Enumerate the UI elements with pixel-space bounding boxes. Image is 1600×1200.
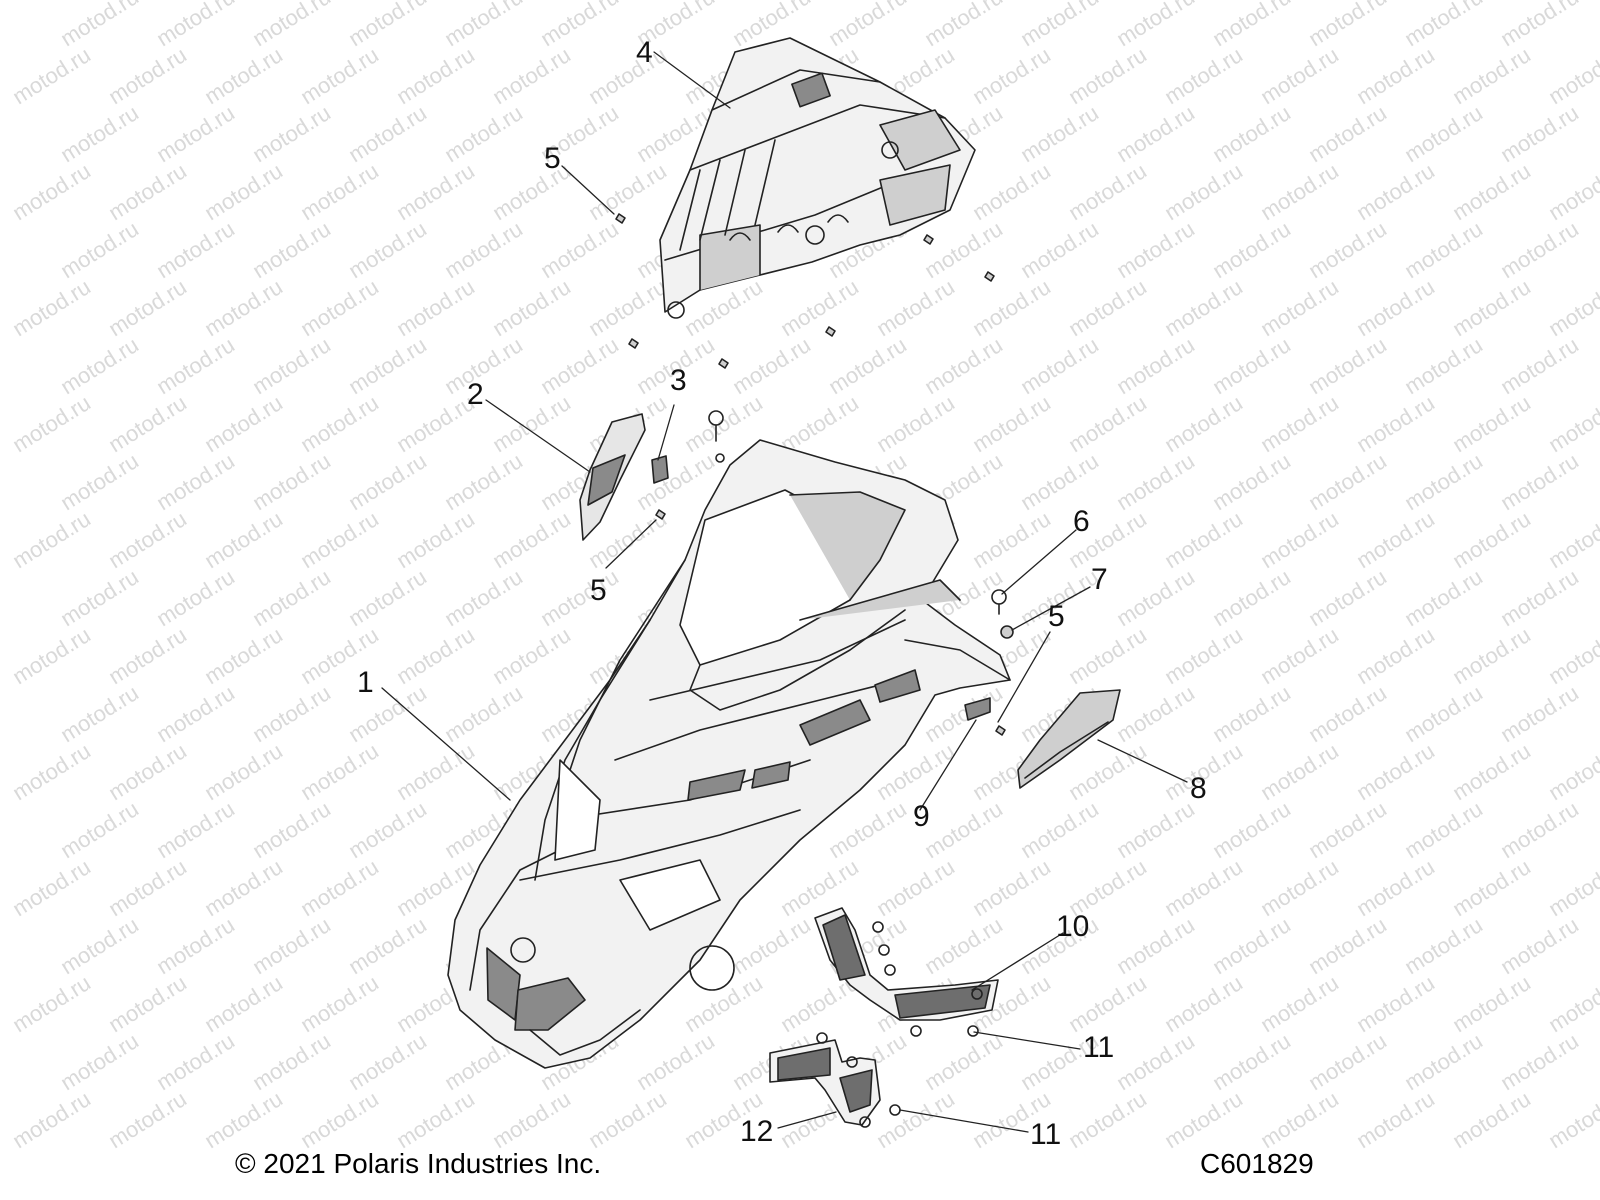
callout-4: 4 — [636, 36, 653, 69]
part-2-side-trim — [579, 413, 646, 541]
callout-2: 2 — [467, 378, 484, 411]
part-4-windshield-panel — [659, 37, 976, 319]
callout-12: 12 — [740, 1115, 774, 1148]
part-1-main-hood — [447, 439, 1011, 1069]
part-3-clip — [651, 410, 725, 484]
callout-9: 9 — [913, 800, 930, 833]
callout-3: 3 — [670, 364, 687, 397]
copyright-text: © 2021 Polaris Industries Inc. — [235, 1148, 602, 1179]
callout-11-lower: 11 — [1030, 1118, 1062, 1151]
callout-11-upper: 11 — [1083, 1031, 1115, 1064]
part-11-nuts — [816, 921, 983, 1128]
fasteners-5 — [615, 213, 1006, 736]
callout-8: 8 — [1190, 772, 1207, 805]
part-9-insert — [964, 697, 991, 721]
callout-5-top: 5 — [544, 142, 561, 175]
diagram-code: C601829 — [1200, 1148, 1314, 1179]
part-8-side-panel — [1017, 689, 1121, 789]
callout-6: 6 — [1073, 505, 1090, 538]
part-12-grille-inserts — [769, 1039, 881, 1126]
part-10-grille-inserts — [814, 907, 999, 1021]
parts-6-7-fastener-nut — [991, 589, 1014, 639]
callout-5-right: 5 — [1048, 600, 1065, 633]
callout-7: 7 — [1091, 563, 1108, 596]
leader-lines — [381, 51, 1188, 1133]
callout-5-middle: 5 — [590, 574, 607, 607]
callout-10: 10 — [1056, 910, 1090, 943]
callout-1: 1 — [357, 666, 374, 699]
